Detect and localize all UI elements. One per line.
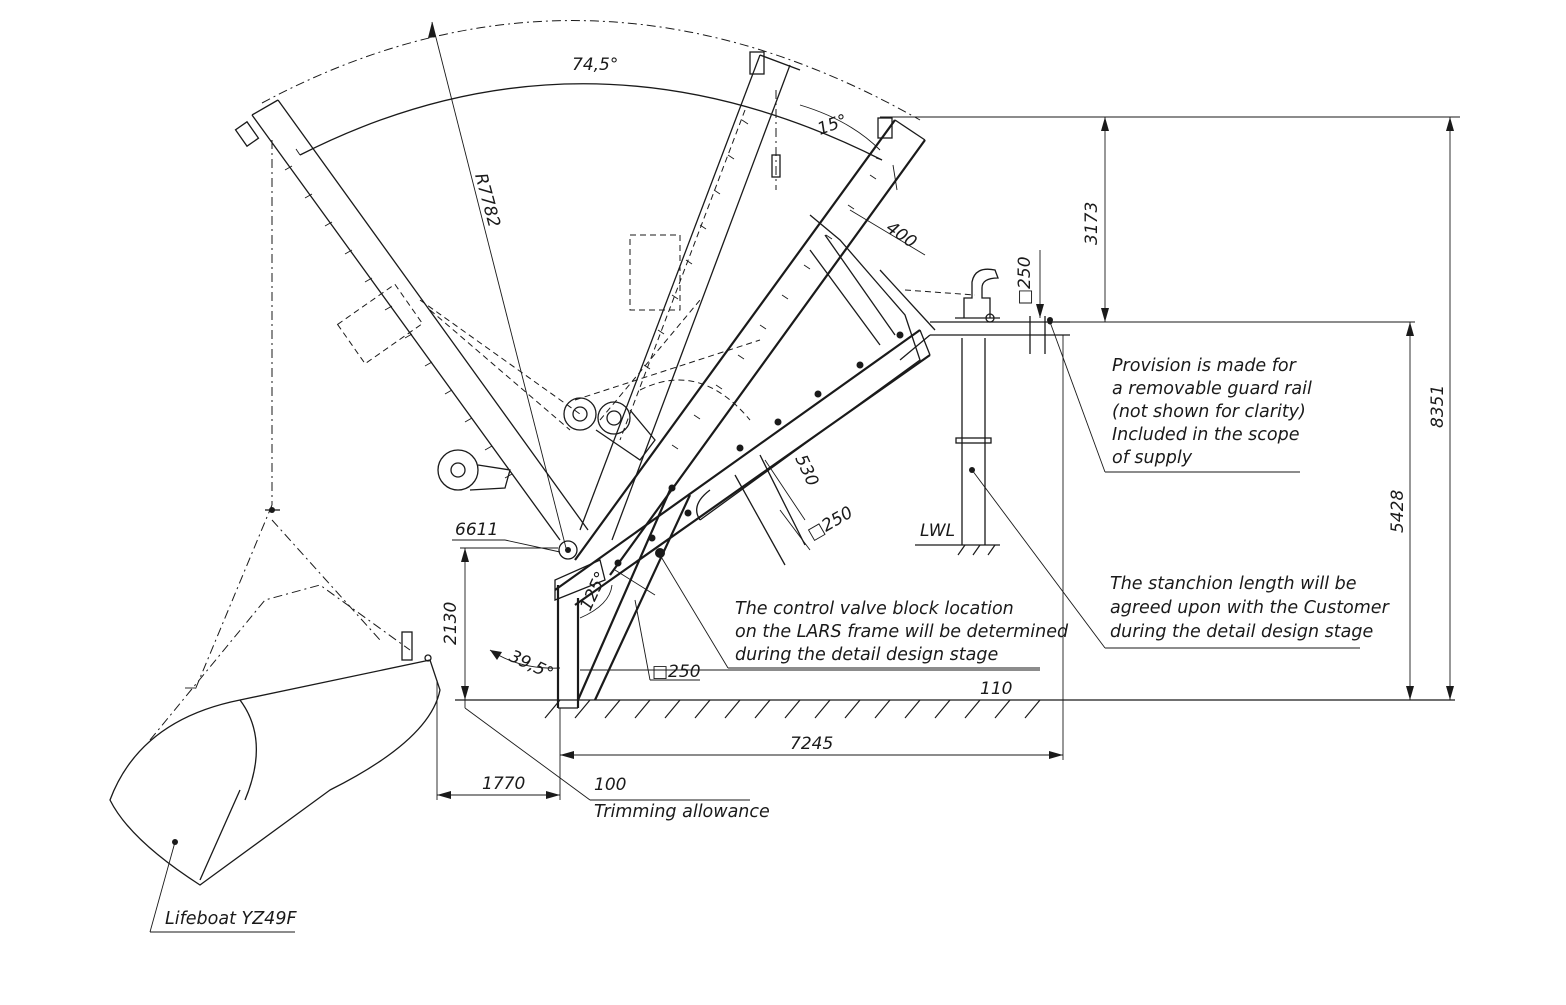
note-line: The stanchion length will be bbox=[1110, 574, 1357, 594]
ground-line bbox=[455, 699, 1455, 719]
dim-6611: 6611 bbox=[455, 520, 498, 540]
label-lifeboat: Lifeboat YZ49F bbox=[165, 909, 297, 929]
note-line: a removable guard rail bbox=[1112, 379, 1312, 399]
dim-400: 400 bbox=[882, 218, 920, 253]
note-line: during the detail design stage bbox=[1110, 622, 1373, 642]
label-texts: LWL Trimming allowance Lifeboat YZ49F bbox=[165, 521, 955, 929]
winch-sheaves bbox=[419, 299, 761, 491]
dim-8351: 8351 bbox=[1428, 385, 1448, 428]
note-line: during the detail design stage bbox=[735, 645, 998, 665]
dim-1770: 1770 bbox=[482, 774, 525, 794]
note-guard-rail: Provision is made for a removable guard … bbox=[1112, 356, 1312, 468]
label-lwl: LWL bbox=[920, 521, 955, 541]
note-line: (not shown for clarity) bbox=[1112, 402, 1306, 422]
dim-3173: 3173 bbox=[1082, 202, 1102, 245]
deck-stanchion bbox=[899, 268, 1070, 556]
dim-square-250-top: □250 bbox=[1015, 256, 1035, 305]
note-line: agreed upon with the Customer bbox=[1110, 598, 1391, 618]
pedestal bbox=[554, 489, 691, 709]
note-valve-block: The control valve block location on the … bbox=[735, 599, 1069, 665]
dim-arc-angle: 74,5° bbox=[572, 55, 618, 75]
slewing-arc bbox=[261, 20, 921, 161]
lifeboat-outboard bbox=[109, 504, 441, 886]
dim-angle-125: 125° bbox=[576, 569, 611, 615]
dim-angle-39-5: 39,5° bbox=[506, 646, 556, 684]
dim-radius: R7782 bbox=[470, 171, 504, 229]
dim-tilt-angle: 15° bbox=[815, 111, 850, 140]
note-stanchion: The stanchion length will be agreed upon… bbox=[1110, 574, 1391, 642]
dim-square-250-low: □250 bbox=[652, 662, 701, 682]
note-line: on the LARS frame will be determined bbox=[735, 622, 1069, 642]
label-trimming: Trimming allowance bbox=[594, 802, 770, 822]
boom-middle bbox=[579, 51, 801, 541]
lifeboat-stowed bbox=[696, 214, 976, 521]
radius-line bbox=[428, 21, 567, 549]
dim-100: 100 bbox=[594, 775, 626, 795]
note-leaders bbox=[149, 319, 1360, 933]
note-line: The control valve block location bbox=[735, 599, 1014, 619]
note-line: Included in the scope bbox=[1112, 425, 1300, 445]
boom-outboard bbox=[234, 99, 589, 541]
note-line: Provision is made for bbox=[1112, 356, 1298, 376]
dim-530: 530 bbox=[790, 452, 822, 490]
dim-2130: 2130 bbox=[441, 602, 461, 645]
dim-7245: 7245 bbox=[790, 734, 833, 754]
dim-110: 110 bbox=[980, 679, 1012, 699]
boom-inboard bbox=[574, 117, 926, 576]
cradle-frame bbox=[554, 234, 931, 606]
dim-5428: 5428 bbox=[1388, 490, 1408, 533]
dimension-lines bbox=[436, 104, 1460, 801]
note-line: of supply bbox=[1112, 448, 1193, 468]
dim-square-250-mid: □250 bbox=[805, 503, 857, 545]
